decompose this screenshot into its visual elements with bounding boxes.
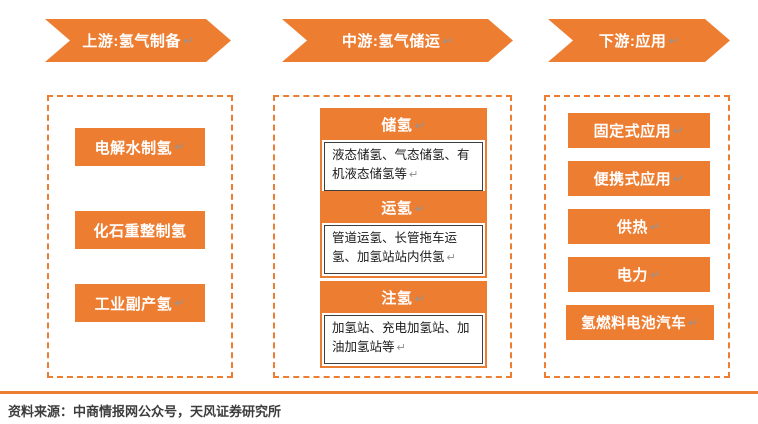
group-title: 储氢 xyxy=(381,117,413,134)
group-detail-text: 加氢站、充电加氢站、加油加氢站等 xyxy=(332,321,470,355)
group-title: 注氢 xyxy=(381,290,413,307)
group-header: 注氢↵ xyxy=(322,283,485,313)
stage-arrow-midstream: 中游:氢气储运↵ xyxy=(282,19,513,62)
downstream-item-box: 便携式应用↵ xyxy=(568,161,710,196)
group-header: 运氢↵ xyxy=(322,193,485,223)
paragraph-mark: ↵ xyxy=(649,266,662,282)
group-detail-text: 管道运氢、长管拖车运氢、加氢站站内供氢 xyxy=(332,231,458,265)
paragraph-mark: ↵ xyxy=(396,342,406,355)
paragraph-mark: ↵ xyxy=(688,315,699,330)
paragraph-mark: ↵ xyxy=(409,169,419,182)
downstream-item-box: 氢燃料电池汽车↵ xyxy=(566,305,714,340)
paragraph-mark: ↵ xyxy=(442,32,454,48)
midstream-group-transport: 运氢↵ 管道运氢、长管拖车运氢、加氢站站内供氢↵ xyxy=(320,191,487,278)
paragraph-mark: ↵ xyxy=(414,118,426,133)
group-detail-text: 液态储氢、气态储氢、有机液态储氢等 xyxy=(332,148,470,182)
paragraph-mark: ↵ xyxy=(668,32,680,48)
midstream-group-refueling: 注氢↵ 加氢站、充电加氢站、加油加氢站等↵ xyxy=(320,281,487,368)
upstream-item-box: 工业副产氢↵ xyxy=(75,284,205,322)
group-header: 储氢↵ xyxy=(322,110,485,140)
downstream-item-box: 固定式应用↵ xyxy=(568,113,710,148)
downstream-item-box: 电力↵ xyxy=(568,257,710,292)
downstream-item-label: 固定式应用 xyxy=(593,123,672,140)
paragraph-mark: ↵ xyxy=(174,295,186,310)
upstream-item-label: 工业副产氢 xyxy=(94,295,173,313)
group-title: 运氢 xyxy=(381,200,413,217)
paragraph-mark: ↵ xyxy=(414,291,426,306)
stage-arrow-downstream: 下游:应用↵ xyxy=(548,19,730,62)
source-note: 资料来源：中商情报网公众号，天风证券研究所 xyxy=(8,404,282,419)
stage-arrow-upstream: 上游:氢气制备↵ xyxy=(45,19,231,62)
group-detail: 加氢站、充电加氢站、加油加氢站等↵ xyxy=(324,315,483,364)
downstream-item-label: 氢燃料电池汽车 xyxy=(581,316,687,332)
downstream-item-label: 便携式应用 xyxy=(593,171,672,188)
paragraph-mark: ↵ xyxy=(649,218,662,234)
upstream-item-box: 电解水制氢↵ xyxy=(75,128,205,166)
paragraph-mark: ↵ xyxy=(446,252,456,265)
paragraph-mark: ↵ xyxy=(174,139,186,154)
upstream-item-label: 电解水制氢 xyxy=(94,139,173,157)
group-detail: 管道运氢、长管拖车运氢、加氢站站内供氢↵ xyxy=(324,225,483,274)
downstream-item-label: 供热 xyxy=(616,219,648,236)
upstream-item-box: 化石重整制氢 xyxy=(75,211,205,249)
paragraph-mark: ↵ xyxy=(673,170,685,186)
group-detail: 液态储氢、气态储氢、有机液态储氢等↵ xyxy=(324,142,483,191)
stage-arrow-label: 中游:氢气储运 xyxy=(341,33,441,50)
upstream-item-label: 化石重整制氢 xyxy=(93,222,187,240)
stage-arrow-label: 上游:氢气制备 xyxy=(82,33,181,50)
paragraph-mark: ↵ xyxy=(673,122,685,138)
downstream-item-box: 供热↵ xyxy=(568,209,710,244)
paragraph-mark: ↵ xyxy=(182,32,194,48)
downstream-item-label: 电力 xyxy=(616,267,648,284)
paragraph-mark: ↵ xyxy=(414,201,426,216)
midstream-group-storage: 储氢↵ 液态储氢、气态储氢、有机液态储氢等↵ xyxy=(320,108,487,195)
stage-arrow-label: 下游:应用 xyxy=(598,33,667,50)
source-divider xyxy=(0,391,758,394)
